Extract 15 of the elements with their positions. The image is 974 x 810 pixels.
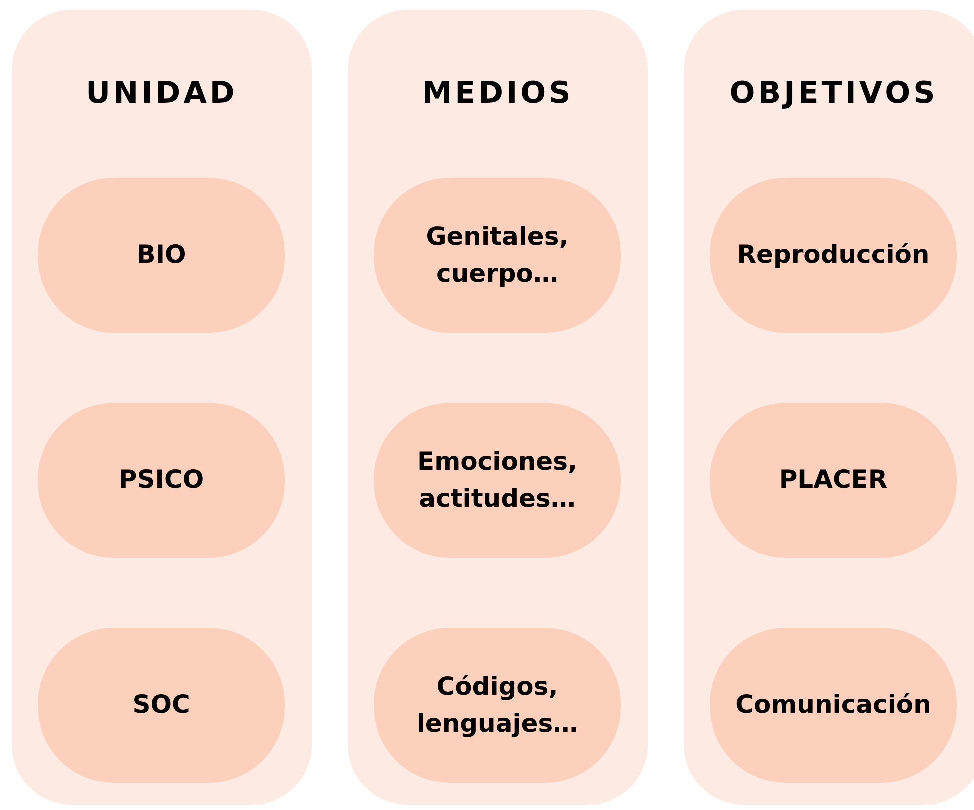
column-heading: MEDIOS (421, 76, 575, 111)
column-panel (348, 10, 648, 805)
node-label: PSICO (118, 464, 206, 496)
column-heading: OBJETIVOS (728, 76, 940, 111)
node-label: BIO (136, 239, 188, 272)
node-label: Reproducción (736, 239, 931, 272)
node-label: Genitales, cuerpo… (425, 221, 570, 290)
column-panel (12, 10, 312, 805)
node-label: Códigos, lenguajes… (416, 671, 580, 740)
node-label: SOC (132, 689, 192, 722)
node-label: PLACER (778, 464, 889, 496)
column-panel (684, 10, 974, 805)
node-label: Comunicación (734, 689, 932, 722)
node-label: Emociones, actitudes… (416, 446, 578, 514)
column-heading: UNIDAD (85, 76, 239, 111)
